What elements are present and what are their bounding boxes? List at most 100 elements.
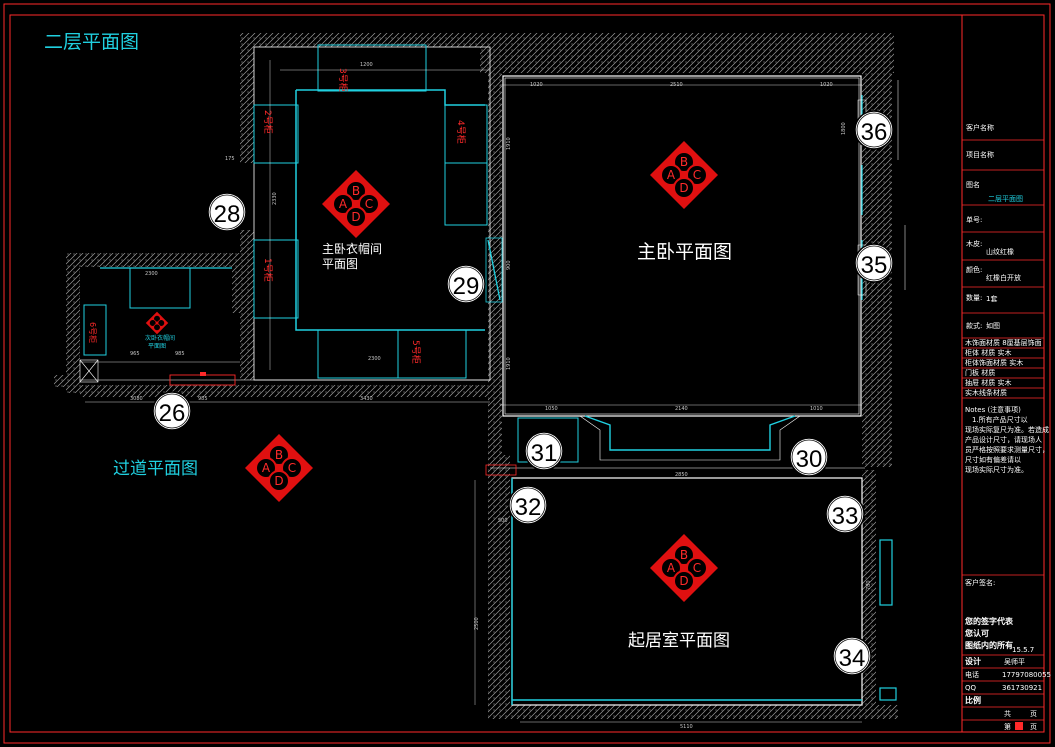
svg-text:28: 28: [214, 201, 241, 228]
tb-page-label-2: 页: [1030, 723, 1037, 731]
marker-34: 34: [832, 636, 872, 676]
tb-material-0: 木饰面材质 8厘基层饰面: [965, 338, 1042, 347]
dim-9: 5110: [680, 724, 693, 730]
svg-text:B: B: [352, 184, 360, 198]
tb-number-label: 单号:: [966, 215, 982, 224]
tb-notes-title: Notes (注意事项): [965, 405, 1021, 414]
tb-style-value: 如图: [986, 321, 1000, 330]
dim-5: 1050: [545, 406, 558, 412]
compass-living: B A C D: [649, 533, 719, 603]
svg-text:D: D: [274, 474, 283, 488]
drawing-title: 二层平面图: [44, 31, 139, 53]
small-cloak-label-1: 次卧衣帽间: [145, 334, 175, 342]
svg-text:C: C: [693, 561, 701, 575]
tb-qq-value: 361730921: [1002, 684, 1042, 692]
tb-note-2: 产品设计尺寸，请现场人: [965, 435, 1042, 444]
dim-6: 2140: [675, 406, 688, 412]
svg-text:D: D: [351, 210, 360, 224]
cabinet-labels: 3号柜 4号柜 1号柜 5号柜 2号柜 6号柜: [88, 68, 467, 364]
tb-phone-value: 17797080055: [1002, 671, 1051, 679]
tb-wood-value: 山纹红橡: [986, 247, 1014, 256]
master-bedroom-label: 主卧平面图: [637, 241, 732, 263]
dim-1: 1200: [360, 62, 373, 68]
svg-text:B: B: [680, 548, 688, 562]
cabinet-5-label: 5号柜: [410, 340, 422, 364]
svg-text:34: 34: [839, 645, 866, 672]
tb-note-4: 尺寸如有偏差请以: [965, 455, 1021, 464]
cabinet-2-label: 2号柜: [262, 110, 274, 134]
dim-19: 900: [506, 260, 512, 270]
tb-color-value: 红橡白开放: [986, 273, 1021, 282]
cabinet-4-label: 4号柜: [455, 120, 467, 144]
svg-text:31: 31: [531, 440, 558, 467]
svg-text:A: A: [339, 197, 348, 211]
svg-text:32: 32: [515, 494, 542, 521]
tb-phone-label: 电话: [965, 670, 979, 679]
tb-sheet-label: 第: [1004, 722, 1011, 731]
tb-note-5: 现场实际尺寸为准。: [965, 465, 1028, 474]
dim-12: 985: [198, 396, 208, 402]
dim-18: 1910: [506, 137, 512, 150]
svg-text:30: 30: [796, 446, 823, 473]
svg-text:A: A: [667, 168, 676, 182]
svg-text:C: C: [693, 168, 701, 182]
dim-7: 1010: [810, 406, 823, 412]
tb-material-5: 实木线条材质: [965, 388, 1007, 397]
master-cloakroom: [253, 44, 491, 381]
living-room-label: 起居室平面图: [628, 631, 730, 651]
svg-text:29: 29: [453, 273, 480, 300]
cabinet-3-label: 3号柜: [337, 68, 349, 92]
marker-28: 28: [207, 192, 247, 232]
dim-2: 1020: [530, 82, 543, 88]
svg-text:A: A: [667, 561, 676, 575]
tb-note-1: 现场实际复尺为准。若造成: [965, 425, 1049, 434]
svg-text:36: 36: [861, 119, 888, 146]
dimensions: 1200 1020 2510 1020 1050 2140 1010 2850 …: [130, 62, 872, 730]
dim-4: 1020: [820, 82, 833, 88]
tb-material-2: 柜体饰面材质 实木: [965, 358, 1023, 367]
tb-scale-label: 比例: [965, 695, 981, 705]
inner-frame: [9, 14, 1045, 733]
marker-32: 32: [508, 485, 548, 525]
tb-material-3: 门板 材质: [965, 368, 995, 377]
tb-confirm-2: 您认可: [965, 628, 989, 638]
tb-designer-label: 设计: [965, 656, 981, 666]
tb-wood-label: 木皮:: [966, 239, 982, 248]
marker-31: 31: [524, 431, 564, 471]
cloakroom-label-1: 主卧衣帽间: [322, 241, 382, 256]
dim-24: 2330: [272, 192, 278, 205]
compass-cloakroom: B A C D: [321, 169, 391, 239]
cabinet-1-label: 1号柜: [262, 258, 274, 282]
small-cloakroom: [79, 267, 240, 383]
tb-page-label-1: 页: [1030, 710, 1037, 718]
tb-color-label: 颜色:: [966, 265, 982, 274]
dim-14: 985: [175, 351, 185, 357]
svg-text:26: 26: [159, 400, 186, 427]
corridor: [80, 372, 490, 403]
dim-16: 2300: [368, 356, 381, 362]
tb-drawing-label: 图名: [966, 180, 980, 189]
compass-small: [145, 311, 169, 335]
compass-corridor: B A C D: [244, 433, 314, 503]
tb-note-0: 1.所有产品尺寸以: [972, 415, 1028, 424]
tb-qty-label: 数量:: [966, 293, 982, 302]
tb-customer-sign: 客户签名:: [965, 578, 995, 587]
svg-text:C: C: [288, 461, 296, 475]
dim-17: 175: [225, 156, 235, 162]
dim-10: 3430: [360, 396, 373, 402]
dim-8: 2850: [675, 472, 688, 478]
marker-33: 33: [825, 494, 865, 534]
tb-date: 15.5.7: [1012, 646, 1034, 654]
tb-total-label: 共: [1004, 709, 1011, 718]
marker-35: 35: [854, 243, 894, 283]
tb-style-label: 款式:: [966, 321, 982, 330]
svg-text:C: C: [365, 197, 373, 211]
outer-frame: [3, 3, 1051, 744]
title-block: 客户名称 项目名称 图名 二层平面图 单号: 木皮: 山纹红橡 颜色: 红橡白开…: [961, 15, 1051, 732]
tb-material-1: 柜体 材质 实木: [965, 348, 1011, 357]
svg-text:D: D: [679, 181, 688, 195]
dim-21: 2500: [474, 617, 480, 630]
tb-confirm-1: 您的签字代表: [965, 616, 1014, 626]
view-markers: 26 28 29 30 31 32 33 34 35 36: [152, 110, 894, 676]
tb-qq-label: QQ: [965, 684, 977, 692]
